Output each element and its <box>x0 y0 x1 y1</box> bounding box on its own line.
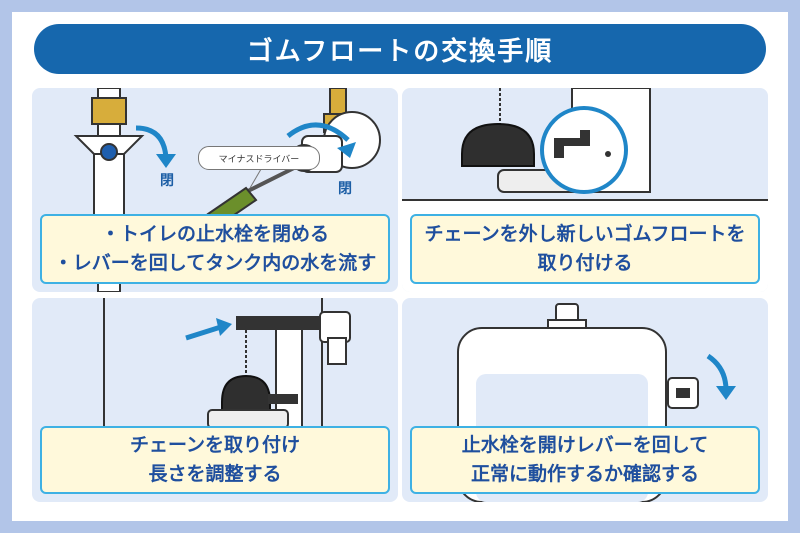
tool-label: マイナスドライバー <box>198 146 320 170</box>
step-1-caption-line-1: ・トイレの止水栓を閉める <box>100 223 329 245</box>
close-label-right: 閉 <box>338 181 352 197</box>
step-3-caption-line-2: 長さを調整する <box>148 463 282 485</box>
page-title: ゴムフロートの交換手順 <box>34 24 766 74</box>
step-4-caption-line-2: 正常に動作するか確認する <box>470 463 699 485</box>
step-3-caption: チェーンを取り付け 長さを調整する <box>40 426 390 494</box>
step-4-caption-line-1: 止水栓を開けレバーを回して <box>461 434 709 456</box>
step-3-caption-line-1: チェーンを取り付け <box>129 434 301 456</box>
step-1-caption: ・トイレの止水栓を閉める ・レバーを回してタンク内の水を流す <box>40 214 390 284</box>
step-2-caption-line-1: チェーンを外し新しいゴムフロートを <box>424 223 746 245</box>
step-2-caption: チェーンを外し新しいゴムフロートを 取り付ける <box>410 214 760 284</box>
close-label-left: 閉 <box>160 173 174 189</box>
step-4-caption: 止水栓を開けレバーを回して 正常に動作するか確認する <box>410 426 760 494</box>
step-1-caption-line-2: ・レバーを回してタンク内の水を流す <box>53 252 377 274</box>
step-2-caption-line-2: 取り付ける <box>537 252 633 274</box>
